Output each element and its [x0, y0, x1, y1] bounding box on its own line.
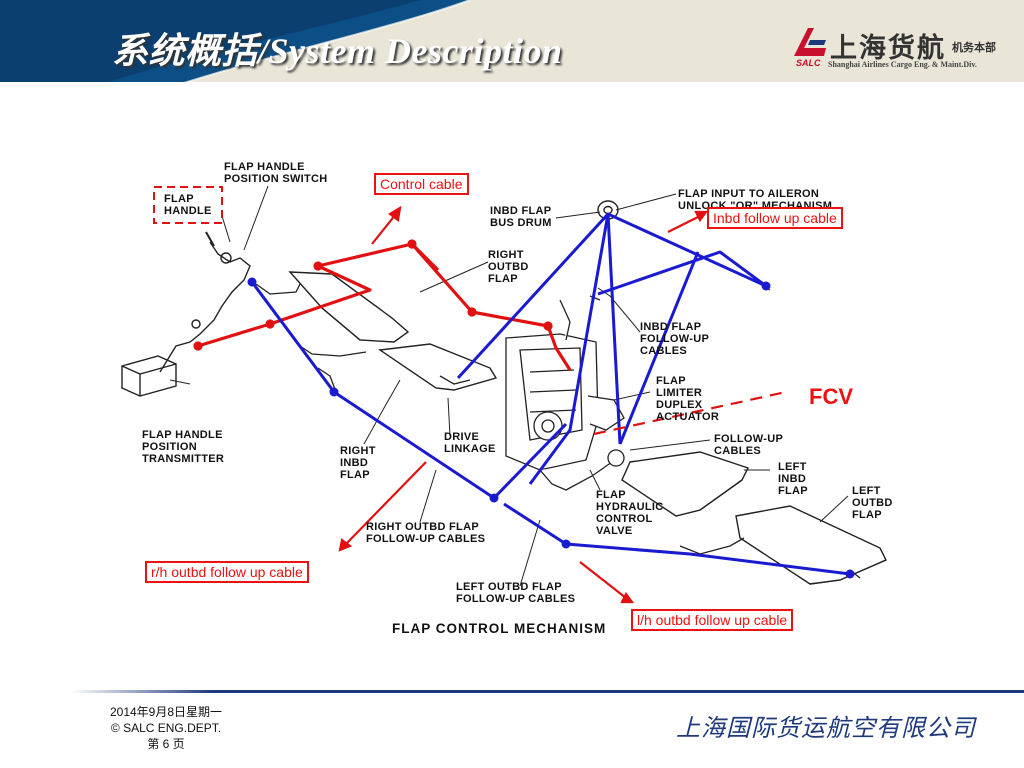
left-inbd-flap-shape [621, 451, 749, 517]
logo-dept: 机务本部 [952, 42, 996, 54]
control-cable-red [193, 239, 572, 371]
right-inbd-flap-shape [378, 343, 498, 391]
callout-arrows [338, 205, 787, 604]
flap-handle-mechanism [159, 231, 251, 373]
position-transmitter-box [121, 355, 177, 397]
salc-mark-icon [794, 28, 826, 56]
footer-page-number: 第 6 页 [147, 737, 185, 751]
footer-company: 上海国际货运航空有限公司 [676, 716, 976, 742]
callout-inbd-follow-up-cable: Inbd follow up cable [707, 207, 843, 229]
callout-control-cable: Control cable [374, 173, 469, 195]
page-title: 系统概括/System Description [112, 31, 563, 71]
logo-abbr: SALC [796, 58, 821, 68]
footer-info: 2014年9月8日星期一 © SALC ENG.DEPT. 第 6 页 [96, 704, 236, 752]
control-valve-assembly [505, 299, 625, 491]
label-leader-lines [169, 185, 849, 587]
slide-header: 系统概括/System Description SALC 上海货航 机务本部 S… [0, 0, 1024, 82]
right-outbd-flap-shape [288, 271, 410, 343]
logo-name: 上海货航 [830, 33, 946, 63]
header-band [0, 0, 471, 82]
logo-subtitle: Shanghai Airlines Cargo Eng. & Maint.Div… [828, 60, 977, 69]
footer-date: 2014年9月8日星期一 [109, 705, 223, 719]
callout-rh-outbd-follow-up-cable: r/h outbd follow up cable [145, 561, 309, 583]
flap-handle-highlight [153, 186, 223, 224]
diagram-title: FLAP CONTROL MECHANISM [392, 621, 606, 636]
bus-drum-pulley [597, 200, 619, 220]
footer-divider [70, 690, 1024, 693]
callout-fcv: FCV [809, 384, 853, 409]
follow-up-cable-blue [247, 212, 855, 579]
callout-lh-outbd-follow-up-cable: l/h outbd follow up cable [631, 609, 794, 631]
footer-copyright: © SALC ENG.DEPT. [110, 721, 222, 735]
company-logo: SALC 上海货航 机务本部 Shanghai Airlines Cargo E… [792, 20, 1012, 76]
